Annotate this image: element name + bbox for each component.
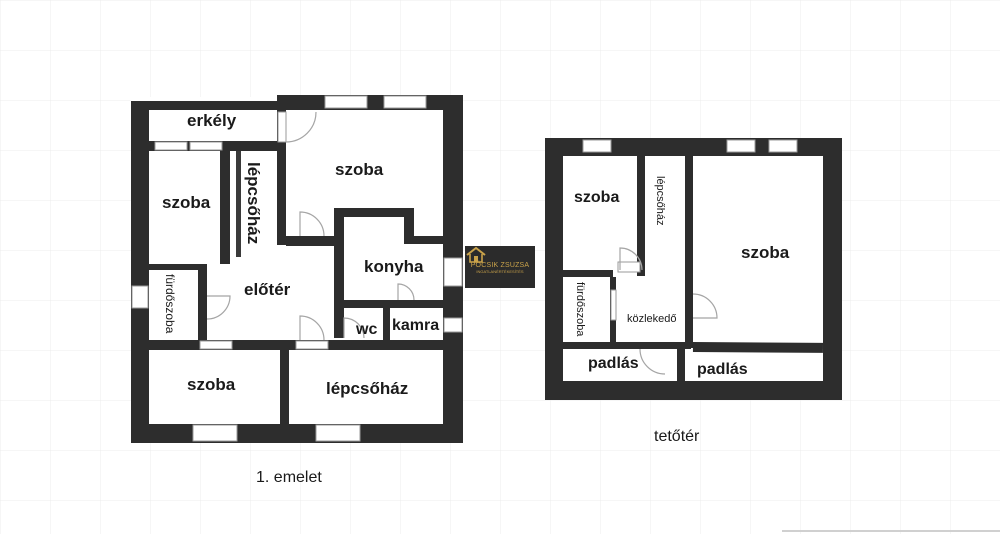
floor1-windows [131, 95, 463, 442]
room-label-pantry: kamra [392, 317, 440, 334]
logo-tagline: INGATLANÉRTÉKESÍTÉS [476, 269, 524, 274]
house-icon [466, 246, 486, 263]
room-label-hall: előtér [244, 280, 291, 299]
room-label-room-bottom: szoba [187, 375, 236, 394]
room-label-room-top-left: szoba [162, 193, 211, 212]
attic-doors [619, 247, 718, 375]
attic-plan [545, 138, 842, 400]
room-label-stairwell: lépcsőház [326, 379, 409, 398]
room-label-room-large: szoba [335, 160, 384, 179]
attic-windows [582, 139, 798, 321]
attic-label-stairwell: lépcsőház [654, 176, 666, 226]
room-label-kitchen: konyha [364, 257, 424, 276]
room-label-stairwell-vertical: lépcsőház [244, 162, 263, 245]
attic-label-loft-right: padlás [697, 361, 748, 378]
room-label-bathroom: fürdőszoba [163, 274, 177, 334]
room-label-wc: wc [356, 321, 378, 338]
attic-label-bathroom: fürdőszoba [574, 282, 586, 337]
room-label-balcony: erkély [187, 111, 237, 130]
attic-caption: tetőtér [654, 428, 700, 445]
attic-label-loft-left: padlás [588, 355, 639, 372]
floor1-plan [131, 95, 463, 443]
attic-label-room-large: szoba [741, 243, 790, 262]
floor1-doors [206, 111, 415, 341]
logo-brand: PÖCSIK ZSUZSA [470, 262, 530, 269]
floor1-caption: 1. emelet [256, 469, 322, 486]
attic-label-room-small: szoba [574, 189, 620, 206]
agency-logo: PÖCSIK ZSUZSA INGATLANÉRTÉKESÍTÉS [465, 246, 535, 288]
attic-label-corridor: közlekedő [627, 313, 677, 325]
